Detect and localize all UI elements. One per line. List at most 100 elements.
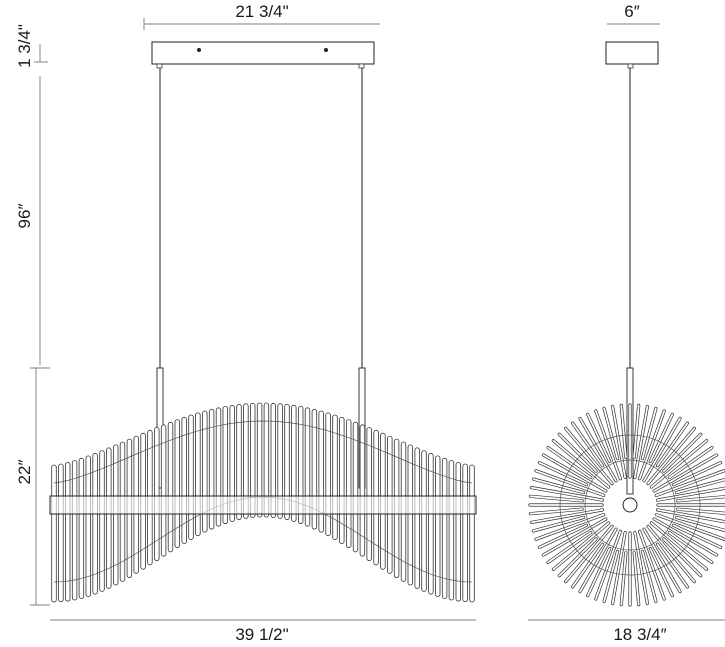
fixture-rod — [58, 463, 64, 603]
fixture-rod — [277, 403, 283, 519]
radial-rod-fill — [641, 407, 657, 460]
fixture-rod — [71, 460, 78, 601]
fixture-rod — [113, 444, 119, 586]
fixture-rod — [284, 403, 290, 521]
radial-rod-fill — [594, 530, 622, 600]
radial-rod-fill — [558, 433, 597, 473]
canopy — [151, 41, 375, 69]
side-diameter-label: 18 3/4″ — [613, 625, 666, 644]
fixture-rod — [65, 461, 71, 602]
fixture-rod — [359, 424, 366, 557]
side-diameter-dimension: 18 3/4″ — [528, 619, 725, 644]
radial-rod-fill — [547, 446, 592, 479]
center-hub — [622, 497, 638, 513]
radial-rod-fill — [571, 543, 604, 588]
fixture-height-label: 22″ — [15, 460, 34, 485]
fixture-rod — [243, 403, 249, 519]
radial-rod-fill — [530, 486, 604, 502]
radial-rod-fill — [663, 433, 702, 473]
radial-rod-fill — [579, 417, 617, 482]
front-view: 21 3/4" 1 3/4" 96″ 22″ — [15, 2, 477, 644]
radial-rod-fill — [538, 524, 588, 549]
radial-rod-fill — [653, 518, 718, 556]
fixture-rod — [249, 402, 256, 518]
vertical-dimensions: 1 3/4" 96″ 22″ — [15, 24, 50, 606]
guide-ring — [584, 459, 676, 551]
radial-rod-fill — [663, 538, 702, 577]
fixture-rod — [421, 450, 427, 592]
radial-rod-fill — [653, 454, 718, 492]
radial-rod-fill — [532, 516, 585, 532]
mounting-bar — [49, 495, 477, 515]
radial-rod-fill — [633, 404, 640, 459]
radial-rod-fill — [564, 427, 613, 485]
fixture-rod — [291, 404, 297, 522]
side-canopy-width-dimension: 6″ — [607, 2, 660, 25]
fixture-rod — [167, 421, 174, 553]
fixture-rod — [154, 427, 160, 562]
radial-rod-fill — [529, 508, 584, 515]
fixture-rod — [414, 447, 420, 589]
radial-rod-fill — [579, 528, 617, 593]
suspension-length-label: 96″ — [15, 204, 34, 229]
radial-rod-fill — [672, 461, 722, 486]
radial-rod-fill — [675, 516, 725, 532]
radial-rod-fill — [611, 405, 626, 479]
radial-rod-fill — [676, 508, 725, 515]
radial-rod-fill — [650, 439, 708, 488]
fixture-rod — [434, 455, 441, 597]
radial-rod-fill — [552, 439, 610, 488]
radial-rod-fill — [649, 547, 674, 597]
radial-rod-fill — [532, 478, 585, 494]
radial-rod-fill — [668, 531, 713, 564]
radial-rod-fill — [611, 531, 626, 605]
fixture-rod — [106, 447, 112, 589]
radial-rod-fill — [656, 508, 725, 523]
radial-rod-fill — [542, 518, 607, 556]
overall-width-dimension: 39 1/2" — [50, 619, 476, 644]
radial-rod-fill — [586, 413, 611, 463]
radial-rod-fill — [633, 551, 640, 606]
radial-rod-fill — [647, 525, 696, 583]
fixture-rod — [222, 405, 228, 524]
fixture-rod — [174, 419, 180, 549]
canopy-height-label: 1 3/4" — [15, 24, 34, 68]
fixture-rod — [428, 452, 434, 595]
radial-rod-fill — [672, 524, 722, 549]
radial-rod-fill — [634, 405, 649, 479]
fixture-rod — [229, 404, 235, 522]
fixture-rod — [51, 464, 57, 603]
guide-ring — [559, 434, 701, 576]
radial-rod-fill — [586, 547, 611, 597]
radial-rod-fill — [641, 550, 657, 603]
fixture-rod — [99, 450, 105, 592]
side-canopy — [605, 41, 659, 69]
fixture-rod — [297, 405, 304, 524]
radial-rod-fill — [603, 407, 619, 460]
fixture-rod — [270, 402, 276, 518]
radial-rod-fill — [676, 495, 725, 502]
canopy-width-dimension: 21 3/4" — [143, 2, 380, 30]
radial-rod-fill — [668, 446, 713, 479]
radial-rod-fill — [535, 469, 605, 497]
radial-rod-fill — [530, 508, 604, 524]
fixture-rod — [236, 403, 242, 521]
radial-rod-fill — [643, 528, 681, 593]
canopy-width-label: 21 3/4" — [235, 2, 288, 21]
radial-rod-fill — [656, 487, 725, 502]
fixture-rod — [352, 421, 359, 553]
side-view: 6″ 18 3/4″ — [528, 2, 725, 644]
radial-rod-fill — [649, 413, 674, 463]
radial-rod-fill — [675, 478, 725, 494]
radial-rod-fill — [552, 522, 610, 571]
fixture-rod — [448, 460, 455, 601]
fixture-rod — [455, 461, 461, 602]
radial-rod-fill — [564, 525, 613, 583]
radial-rod-fill — [542, 454, 607, 492]
radial-rod-fill — [547, 531, 592, 564]
side-canopy-width-label: 6″ — [624, 2, 639, 21]
fixture-rod — [407, 444, 413, 586]
fixture-rod — [92, 452, 98, 595]
radial-rod-fill — [603, 550, 619, 603]
radial-rod-fill — [538, 461, 588, 486]
